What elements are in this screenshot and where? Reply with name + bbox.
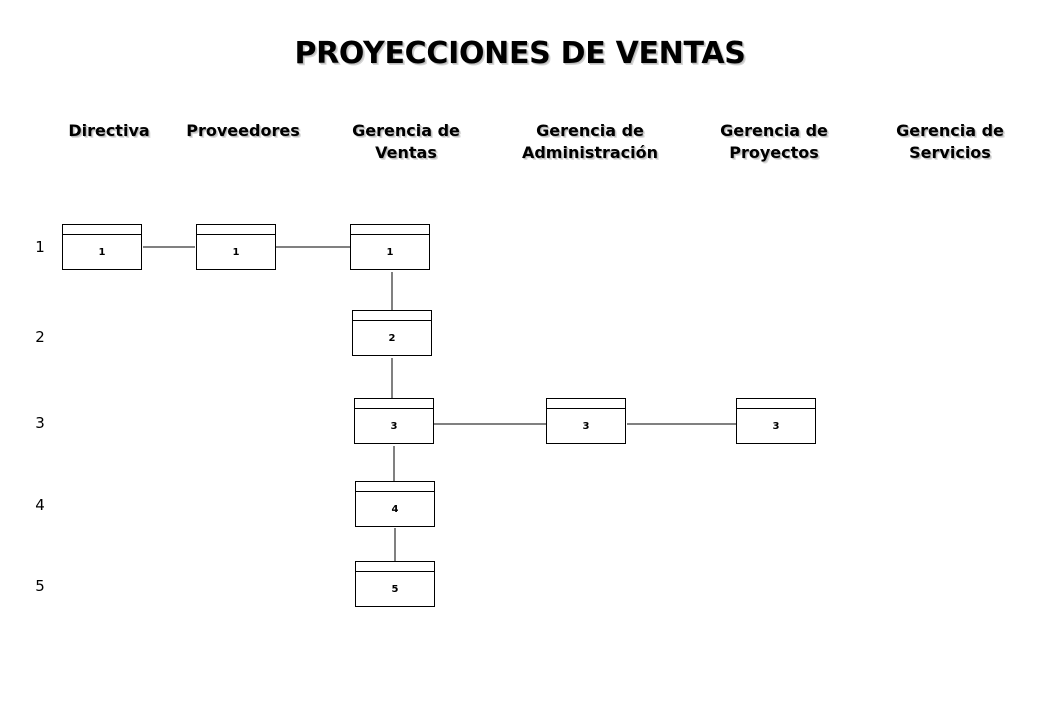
box-number: 3 — [390, 421, 398, 432]
process-box[interactable]: 2 — [352, 310, 432, 356]
box-header-bar — [355, 399, 433, 409]
column-header-line: Administración — [521, 143, 659, 162]
box-header-bar — [351, 225, 429, 235]
box-number: 1 — [232, 247, 240, 258]
column-header-line: Proyectos — [729, 143, 819, 162]
box-number: 1 — [98, 247, 106, 258]
box-header-bar — [353, 311, 431, 321]
process-box[interactable]: 3 — [354, 398, 434, 444]
box-number: 5 — [391, 584, 399, 595]
process-box[interactable]: 1 — [62, 224, 142, 270]
box-number: 4 — [391, 504, 399, 515]
box-header-bar — [197, 225, 275, 235]
column-header-line: Ventas — [375, 143, 437, 162]
column-header-line: Proveedores — [186, 121, 300, 140]
box-number: 2 — [388, 333, 396, 344]
column-header-gerencia-proyectos: Gerencia de Proyectos — [689, 120, 859, 164]
column-header-line: Directiva — [68, 121, 150, 140]
column-header-proveedores: Proveedores — [158, 120, 328, 142]
process-box[interactable]: 3 — [546, 398, 626, 444]
row-label-2: 2 — [35, 328, 45, 346]
column-header-directiva: Directiva — [24, 120, 194, 142]
box-number: 3 — [582, 421, 590, 432]
column-header-line: Gerencia de — [896, 121, 1004, 140]
box-header-bar — [63, 225, 141, 235]
box-header-bar — [356, 482, 434, 492]
box-header-bar — [547, 399, 625, 409]
column-header-gerencia-ventas: Gerencia de Ventas — [321, 120, 491, 164]
column-header-line: Servicios — [909, 143, 991, 162]
column-header-line: Gerencia de — [352, 121, 460, 140]
column-header-gerencia-servicios: Gerencia de Servicios — [865, 120, 1035, 164]
process-box[interactable]: 1 — [350, 224, 430, 270]
row-label-3: 3 — [35, 414, 45, 432]
process-box[interactable]: 1 — [196, 224, 276, 270]
box-header-bar — [737, 399, 815, 409]
box-number: 3 — [772, 421, 780, 432]
process-box[interactable]: 3 — [736, 398, 816, 444]
column-header-line: Gerencia de — [536, 121, 644, 140]
column-header-line: Gerencia de — [720, 121, 828, 140]
process-box[interactable]: 4 — [355, 481, 435, 527]
box-header-bar — [356, 562, 434, 572]
diagram-title: PROYECCIONES DE VENTAS — [294, 36, 746, 71]
box-number: 1 — [386, 247, 394, 258]
row-label-4: 4 — [35, 496, 45, 514]
column-header-gerencia-administracion: Gerencia de Administración — [505, 120, 675, 164]
row-label-1: 1 — [35, 238, 45, 256]
process-box[interactable]: 5 — [355, 561, 435, 607]
row-label-5: 5 — [35, 577, 45, 595]
